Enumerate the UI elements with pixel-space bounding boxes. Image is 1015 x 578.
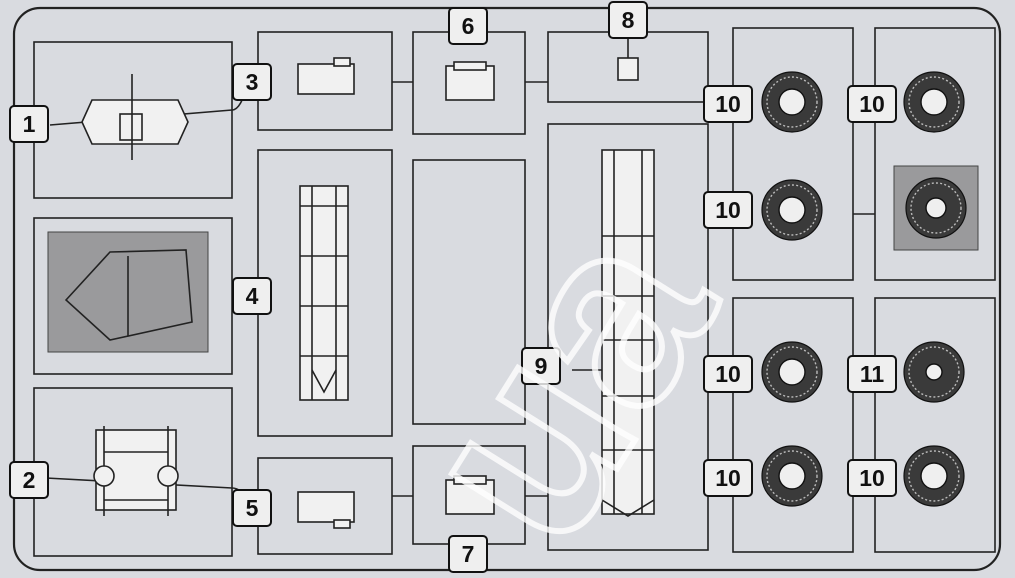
svg-text:4: 4 xyxy=(246,283,259,309)
svg-text:9: 9 xyxy=(535,353,548,379)
wheel xyxy=(761,341,823,403)
svg-text:11: 11 xyxy=(860,361,885,387)
part-9-chassis xyxy=(572,149,655,517)
part-3-block xyxy=(297,57,355,95)
label-10: 10 xyxy=(847,459,897,497)
label-6: 6 xyxy=(448,7,488,45)
svg-text:2: 2 xyxy=(23,467,36,493)
wheel xyxy=(905,177,967,239)
svg-text:7: 7 xyxy=(462,541,475,567)
svg-text:10: 10 xyxy=(859,465,885,491)
svg-text:10: 10 xyxy=(715,361,741,387)
part-1-axle xyxy=(49,74,233,160)
sprue-frame xyxy=(12,6,1002,572)
label-11: 11 xyxy=(847,355,897,393)
label-7: 7 xyxy=(448,535,488,573)
label-1: 1 xyxy=(9,105,49,143)
part-5-block xyxy=(297,491,355,529)
svg-text:5: 5 xyxy=(246,495,259,521)
svg-text:10: 10 xyxy=(715,197,741,223)
label-10: 10 xyxy=(703,355,753,393)
svg-text:10: 10 xyxy=(715,465,741,491)
part-2-axle-frame xyxy=(45,426,233,516)
part-4-body-and-ladder xyxy=(47,185,349,401)
label-2: 2 xyxy=(9,461,49,499)
svg-text:6: 6 xyxy=(462,13,475,39)
label-5: 5 xyxy=(232,489,272,527)
label-10: 10 xyxy=(703,85,753,123)
label-4: 4 xyxy=(232,277,272,315)
svg-text:1: 1 xyxy=(23,111,36,137)
part-8-pin xyxy=(617,38,639,81)
part-7-frame xyxy=(445,475,495,515)
label-3: 3 xyxy=(232,63,272,101)
wheel xyxy=(761,71,823,133)
label-10: 10 xyxy=(847,85,897,123)
svg-text:3: 3 xyxy=(246,69,259,95)
svg-text:8: 8 xyxy=(622,7,635,33)
part-6-frame xyxy=(445,61,495,101)
svg-text:10: 10 xyxy=(715,91,741,117)
label-10: 10 xyxy=(703,191,753,229)
wheel-set xyxy=(761,71,979,507)
wheel xyxy=(761,445,823,507)
wheel xyxy=(761,179,823,241)
label-9: 9 xyxy=(521,347,561,385)
wheel xyxy=(903,341,965,403)
wheel xyxy=(903,445,965,507)
label-10: 10 xyxy=(703,459,753,497)
label-8: 8 xyxy=(608,1,648,39)
svg-text:10: 10 xyxy=(859,91,885,117)
wheel xyxy=(903,71,965,133)
